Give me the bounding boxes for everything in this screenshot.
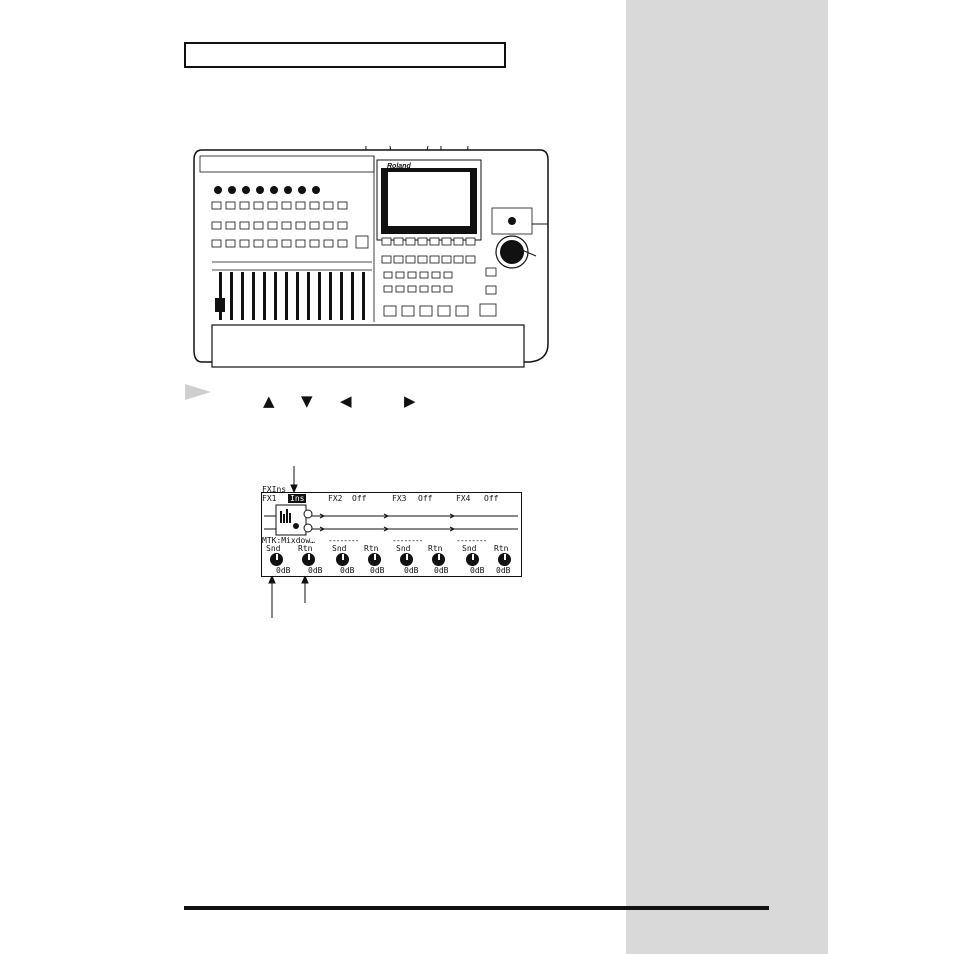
snd-label-2: Snd <box>332 544 347 553</box>
roland-logo: Roland <box>387 163 411 170</box>
snd-knob-4[interactable] <box>466 553 479 566</box>
fx2-label: FX2 <box>328 494 343 503</box>
rtn-knob-4[interactable] <box>498 553 511 566</box>
footer-rule <box>184 906 769 910</box>
left-arrow-icon: ◀ <box>340 392 352 410</box>
snd-knob-1[interactable] <box>270 553 283 566</box>
rtn-label-4: Rtn <box>494 544 509 553</box>
rtn-label-3: Rtn <box>428 544 443 553</box>
rtn-knob-2[interactable] <box>368 553 381 566</box>
fx4-label: FX4 <box>456 494 471 503</box>
dash-line-2: -------- <box>392 536 424 545</box>
fx3-label: FX3 <box>392 494 407 503</box>
rtn-value-2: 0dB <box>370 566 385 575</box>
snd-label-4: Snd <box>462 544 477 553</box>
page-sidebar <box>626 0 828 954</box>
rtn-value-1: 0dB <box>308 566 323 575</box>
rtn-value-4: 0dB <box>496 566 511 575</box>
rtn-value-3: 0dB <box>434 566 449 575</box>
step-marker <box>185 384 211 400</box>
section-header-box <box>184 42 506 68</box>
fx4-value[interactable]: Off <box>484 494 499 503</box>
rtn-knob-1[interactable] <box>302 553 315 566</box>
signal-flow-diagram <box>264 504 518 536</box>
snd-knob-2[interactable] <box>336 553 349 566</box>
fx3-value[interactable]: Off <box>418 494 433 503</box>
lcd-title: FXIns <box>262 485 287 494</box>
fx2-value[interactable]: Off <box>352 494 367 503</box>
fx1-value[interactable]: Ins <box>288 494 307 503</box>
snd-label-3: Snd <box>396 544 411 553</box>
down-arrow-icon: ▼ <box>301 392 313 410</box>
dash-line-1: -------- <box>328 536 360 545</box>
snd-value-1: 0dB <box>276 566 291 575</box>
snd-label-1: Snd <box>266 544 281 553</box>
snd-value-4: 0dB <box>470 566 485 575</box>
rtn-label-2: Rtn <box>364 544 379 553</box>
fx1-label: FX1 <box>262 494 277 503</box>
rtn-knob-3[interactable] <box>432 553 445 566</box>
rtn-label-1: Rtn <box>298 544 313 553</box>
up-arrow-icon: ▲ <box>263 392 275 410</box>
snd-value-2: 0dB <box>340 566 355 575</box>
patch-name: MTK:Mixdow… <box>262 536 315 545</box>
dash-line-3: -------- <box>456 536 488 545</box>
snd-knob-3[interactable] <box>400 553 413 566</box>
snd-value-3: 0dB <box>404 566 419 575</box>
lcd-screen: FXIns FX1 Ins FX2 Off FX3 Off FX4 Off MT… <box>261 485 522 577</box>
right-arrow-icon: ▶ <box>404 392 416 410</box>
